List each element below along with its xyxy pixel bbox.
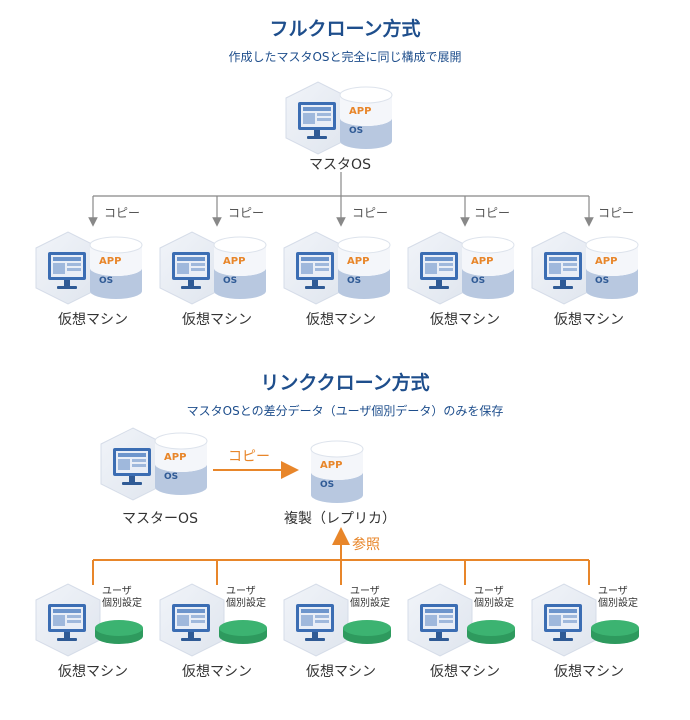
link-vm-monitor-icon-3 xyxy=(283,583,349,657)
link-vm-label-2: 仮想マシン xyxy=(182,664,252,680)
link-vm-monitor-icon-5 xyxy=(531,583,597,657)
master-os-label: マスタOS xyxy=(309,157,371,173)
full-vm-db-icon-3: APP OS xyxy=(337,236,391,299)
app-text: APP xyxy=(347,256,369,267)
replica-db-icon: APP OS xyxy=(310,440,364,503)
link-copy-label: コピー xyxy=(228,449,270,465)
full-vm-monitor-icon-2 xyxy=(159,231,225,305)
user-setting-label-3: ユーザ個別設定 xyxy=(350,586,390,609)
master-db-icon: APP OS xyxy=(339,86,393,149)
user-disk-icon-2 xyxy=(219,620,267,644)
link-master-db-icon: APP OS xyxy=(154,432,208,495)
link-vm-monitor-icon-2 xyxy=(159,583,225,657)
full-vm-label-4: 仮想マシン xyxy=(430,312,500,328)
full-vm-label-1: 仮想マシン xyxy=(58,312,128,328)
os-text: OS xyxy=(99,276,113,286)
link-vm-label-1: 仮想マシン xyxy=(58,664,128,680)
os-text: OS xyxy=(471,276,485,286)
user-setting-label-2: ユーザ個別設定 xyxy=(226,586,266,609)
full-vm-db-icon-4: APP OS xyxy=(461,236,515,299)
full-vm-db-icon-5: APP OS xyxy=(585,236,639,299)
user-setting-label-1: ユーザ個別設定 xyxy=(102,586,142,609)
link-vm-label-3: 仮想マシン xyxy=(306,664,376,680)
app-text: APP xyxy=(223,256,245,267)
full-clone-title: フルクローン方式 xyxy=(269,18,421,40)
full-vm-monitor-icon-4 xyxy=(407,231,473,305)
app-text: APP xyxy=(99,256,121,267)
master-monitor-icon xyxy=(285,81,351,155)
os-text: OS xyxy=(164,472,178,482)
app-text: APP xyxy=(471,256,493,267)
link-master-os-label: マスターOS xyxy=(122,511,198,527)
link-vm-monitor-icon-4 xyxy=(407,583,473,657)
link-clone-subtitle: マスタOSとの差分データ（ユーザ個別データ）のみを保存 xyxy=(186,404,504,418)
full-clone-subtitle: 作成したマスタOSと完全に同じ構成で展開 xyxy=(228,50,462,64)
full-vm-label-3: 仮想マシン xyxy=(306,312,376,328)
copy-label-1: コピー xyxy=(104,206,141,220)
user-setting-label-4: ユーザ個別設定 xyxy=(474,586,514,609)
link-clone-title: リンククローン方式 xyxy=(260,372,430,394)
copy-label-4: コピー xyxy=(474,206,511,220)
full-vm-monitor-icon-5 xyxy=(531,231,597,305)
app-text: APP xyxy=(595,256,617,267)
link-vm-label-5: 仮想マシン xyxy=(554,664,624,680)
link-master-monitor-icon xyxy=(100,427,166,501)
replica-label: 複製（レプリカ） xyxy=(284,511,396,527)
full-vm-monitor-icon-3 xyxy=(283,231,349,305)
user-disk-icon-4 xyxy=(467,620,515,644)
copy-label-5: コピー xyxy=(598,206,635,220)
os-text: OS xyxy=(347,276,361,286)
user-disk-icon-1 xyxy=(95,620,143,644)
user-disk-icon-5 xyxy=(591,620,639,644)
full-vm-db-icon-2: APP OS xyxy=(213,236,267,299)
app-text: APP xyxy=(164,452,186,463)
copy-label-2: コピー xyxy=(228,206,265,220)
full-vm-label-5: 仮想マシン xyxy=(554,312,624,328)
user-setting-label-5: ユーザ個別設定 xyxy=(598,586,638,609)
os-text: OS xyxy=(349,126,363,136)
reference-label: 参照 xyxy=(352,537,380,553)
user-disk-icon-3 xyxy=(343,620,391,644)
copy-label-3: コピー xyxy=(352,206,389,220)
os-text: OS xyxy=(595,276,609,286)
link-vm-label-4: 仮想マシン xyxy=(430,664,500,680)
full-vm-db-icon-1: APP OS xyxy=(89,236,143,299)
os-text: OS xyxy=(223,276,237,286)
link-vm-monitor-icon-1 xyxy=(35,583,101,657)
app-text: APP xyxy=(349,106,371,117)
app-text: APP xyxy=(320,460,342,471)
full-vm-monitor-icon-1 xyxy=(35,231,101,305)
os-text: OS xyxy=(320,480,334,490)
full-vm-label-2: 仮想マシン xyxy=(182,312,252,328)
